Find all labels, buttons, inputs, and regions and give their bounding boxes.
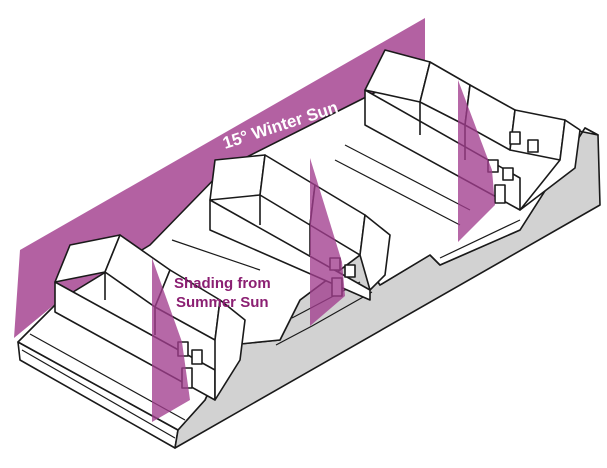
door-back [494, 184, 506, 204]
window-back-4 [527, 139, 539, 153]
summer-sun-label-line2: Summer Sun [176, 294, 269, 311]
summer-shade-wedge-back [458, 80, 495, 242]
window-middle-2 [344, 264, 356, 278]
row-middle-roof-1 [209, 154, 266, 201]
row-front-gable [214, 299, 246, 401]
window-back-3 [509, 131, 521, 145]
summer-shade-wedge-middle [310, 158, 345, 326]
row-back-gable [519, 119, 581, 211]
summer-shading-wedges [152, 80, 495, 422]
summer-sun-label-line1: Shading from [174, 275, 271, 292]
window-back-2 [502, 167, 514, 181]
summer-shade-wedge-front [152, 258, 190, 422]
row-middle-gable [359, 214, 391, 291]
window-front-2 [191, 349, 203, 365]
